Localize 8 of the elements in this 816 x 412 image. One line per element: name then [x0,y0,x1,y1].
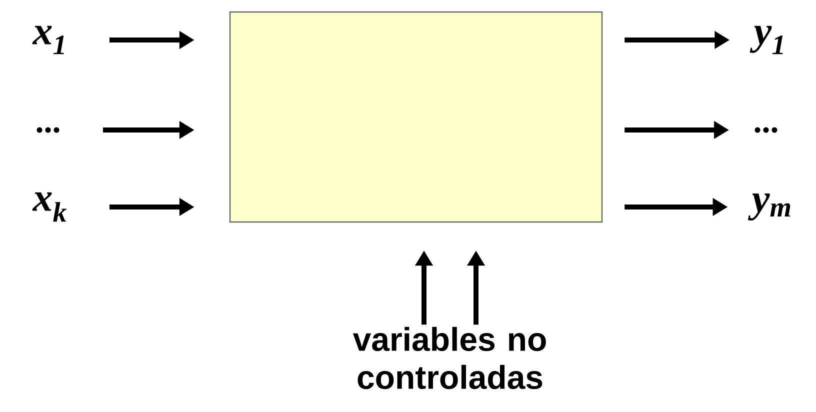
note-text: variables no controladas [352,326,546,390]
process-box [229,11,603,223]
variable-label: y$_{1}$ [750,26,783,54]
variable-label: x$_{1}$ [32,26,64,54]
ellipsis: ... [754,127,778,133]
ellipsis: ... [36,127,60,133]
variable-label: y$_{m}$ [748,194,790,220]
variable-label: x$_{k}$ [32,192,67,222]
